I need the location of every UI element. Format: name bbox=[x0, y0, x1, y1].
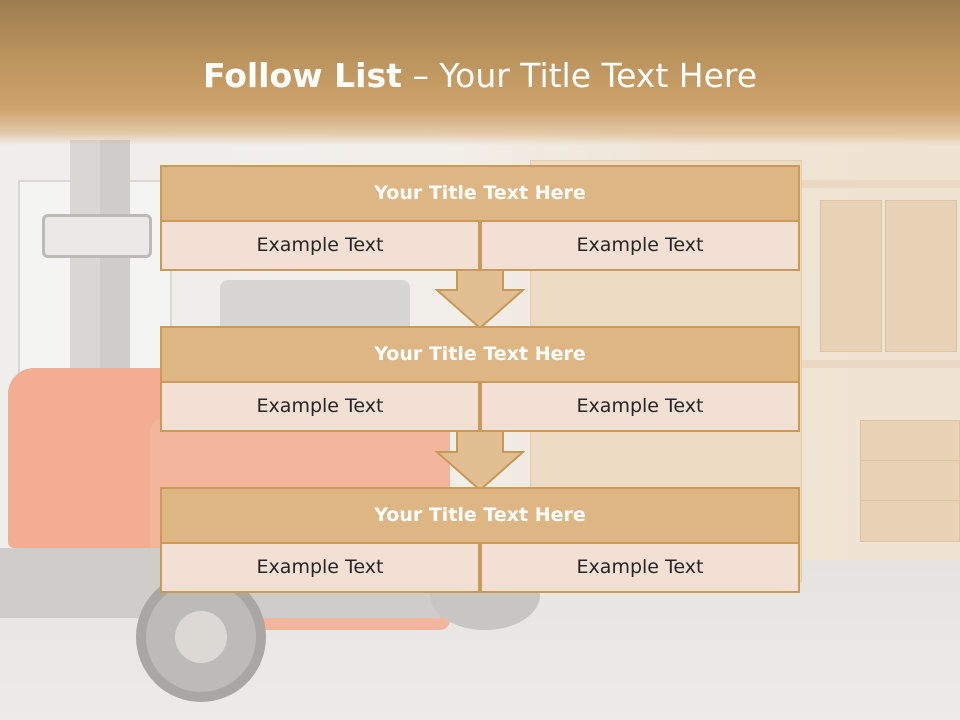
block-text-left[interactable]: Example Text bbox=[160, 542, 480, 593]
block-title[interactable]: Your Title Text Here bbox=[160, 487, 800, 544]
list-block: Your Title Text Here Example Text Exampl… bbox=[160, 165, 800, 271]
list-block: Your Title Text Here Example Text Exampl… bbox=[160, 487, 800, 593]
list-block: Your Title Text Here Example Text Exampl… bbox=[160, 326, 800, 432]
block-text-right[interactable]: Example Text bbox=[480, 542, 800, 593]
block-text-left[interactable]: Example Text bbox=[160, 381, 480, 432]
block-text-right[interactable]: Example Text bbox=[480, 381, 800, 432]
slide-title-bold: Follow List bbox=[202, 56, 402, 95]
block-title[interactable]: Your Title Text Here bbox=[160, 326, 800, 383]
slide-title-rest: – Your Title Text Here bbox=[401, 56, 758, 95]
block-text-left[interactable]: Example Text bbox=[160, 220, 480, 271]
slide-title[interactable]: Follow List – Your Title Text Here bbox=[0, 56, 960, 95]
block-text-right[interactable]: Example Text bbox=[480, 220, 800, 271]
header-band bbox=[0, 0, 960, 145]
block-title[interactable]: Your Title Text Here bbox=[160, 165, 800, 222]
down-arrow-icon bbox=[435, 422, 525, 492]
